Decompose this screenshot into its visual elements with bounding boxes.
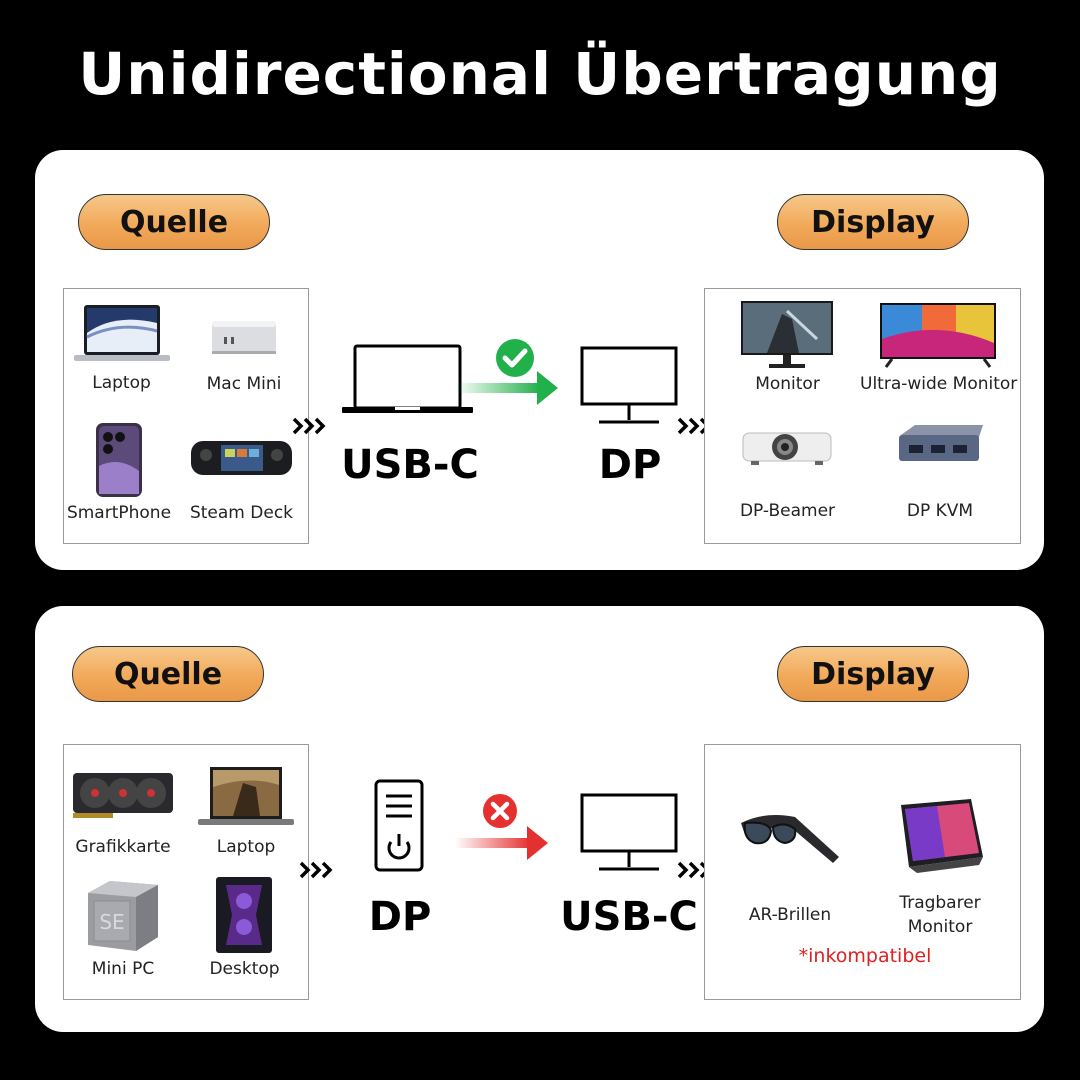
device-dp-kvm: DP KVM: [865, 419, 1015, 521]
device-ultrawide-monitor: Ultra-wide Monitor: [860, 297, 1018, 397]
source-label-laptop: Laptop: [216, 837, 276, 857]
desktop-tower-image-icon: [216, 877, 272, 953]
display-label-dp-beamer: DP-Beamer: [739, 501, 836, 521]
device-portable-monitor: Tragbarer Monitor: [865, 785, 1015, 945]
display-label-monitor: Monitor: [755, 374, 820, 394]
chevrons-arrow-icon: [299, 861, 333, 879]
device-mini-pc: SE Mini PC: [64, 875, 182, 990]
laptop-image-icon: [198, 767, 294, 825]
laptop-image-icon: [74, 305, 170, 361]
display-pill: Display: [777, 646, 969, 702]
kvm-switch-image-icon: [899, 425, 983, 461]
display-devices-box: Monitor Ultra-wide Monitor: [704, 288, 1021, 544]
incompatible-note: *inkompatibel: [798, 945, 932, 967]
display-label-portable-line2: Monitor: [907, 917, 973, 937]
laptop-outline-icon: [342, 344, 473, 413]
graphics-card-image-icon: [73, 773, 173, 818]
check-icon: [496, 339, 534, 377]
device-laptop: Laptop: [69, 299, 174, 399]
device-monitor: Monitor: [715, 297, 860, 397]
source-label-steam-deck: Steam Deck: [189, 503, 294, 523]
display-label-ultrawide-monitor: Ultra-wide Monitor: [860, 374, 1018, 394]
display-pill: Display: [777, 194, 969, 250]
source-pill: Quelle: [78, 194, 270, 250]
source-devices-box: Laptop Mac Mini SmartPhone: [63, 288, 309, 544]
cross-icon: [483, 794, 517, 828]
steam-deck-image-icon: [191, 441, 292, 475]
display-label-dp-kvm: DP KVM: [906, 501, 974, 521]
monitor-image-icon: [741, 301, 833, 368]
device-laptop: Laptop: [186, 759, 306, 859]
pc-tower-outline-icon: [374, 779, 424, 872]
arrow-right-icon: [455, 826, 548, 860]
source-label-mini-pc: Mini PC: [91, 959, 155, 979]
portable-monitor-image-icon: [901, 799, 983, 873]
chevrons-arrow-icon: [292, 417, 326, 435]
smartphone-image-icon: [96, 423, 142, 497]
source-label-mac-mini: Mac Mini: [206, 374, 282, 394]
source-devices-box: Grafikkarte Laptop SE Mini PC: [63, 744, 309, 1000]
panel-usbc-to-dp: Quelle Display Laptop Mac Mini: [35, 150, 1044, 570]
device-steam-deck: Steam Deck: [179, 419, 304, 529]
display-devices-box: AR-Brillen Tragbarer Monitor *inkompatib…: [704, 744, 1021, 1000]
output-port-label: DP: [598, 442, 662, 488]
source-label-graphics-card: Grafikkarte: [75, 837, 171, 857]
ultrawide-monitor-image-icon: [880, 303, 996, 368]
display-label-portable-line1: Tragbarer: [899, 893, 981, 913]
input-port-label: DP: [368, 894, 432, 940]
device-ar-glasses: AR-Brillen: [725, 785, 855, 925]
source-label-laptop: Laptop: [92, 373, 151, 393]
arrow-right-icon: [455, 371, 558, 405]
source-label-desktop: Desktop: [209, 959, 280, 979]
source-pill: Quelle: [72, 646, 264, 702]
svg-text:SE: SE: [99, 910, 124, 934]
mini-pc-image-icon: SE: [88, 881, 158, 951]
source-label-smartphone: SmartPhone: [66, 503, 172, 523]
page-title: Unidirectional Übertragung: [78, 40, 1002, 108]
device-dp-beamer: DP-Beamer: [715, 419, 860, 521]
projector-image-icon: [742, 432, 832, 465]
display-label-ar-glasses: AR-Brillen: [748, 905, 832, 925]
panel-dp-to-usbc: Quelle Display Grafikkarte: [35, 606, 1044, 1032]
device-smartphone: SmartPhone: [64, 419, 174, 529]
monitor-outline-icon: [580, 346, 678, 424]
ar-glasses-image-icon: [741, 815, 839, 863]
device-graphics-card: Grafikkarte: [64, 759, 182, 859]
input-port-label: USB-C: [341, 442, 479, 488]
mac-mini-image-icon: [212, 321, 276, 354]
output-port-label: USB-C: [560, 894, 698, 940]
monitor-outline-icon: [580, 793, 678, 871]
device-desktop: Desktop: [182, 875, 307, 990]
device-mac-mini: Mac Mini: [184, 299, 304, 399]
